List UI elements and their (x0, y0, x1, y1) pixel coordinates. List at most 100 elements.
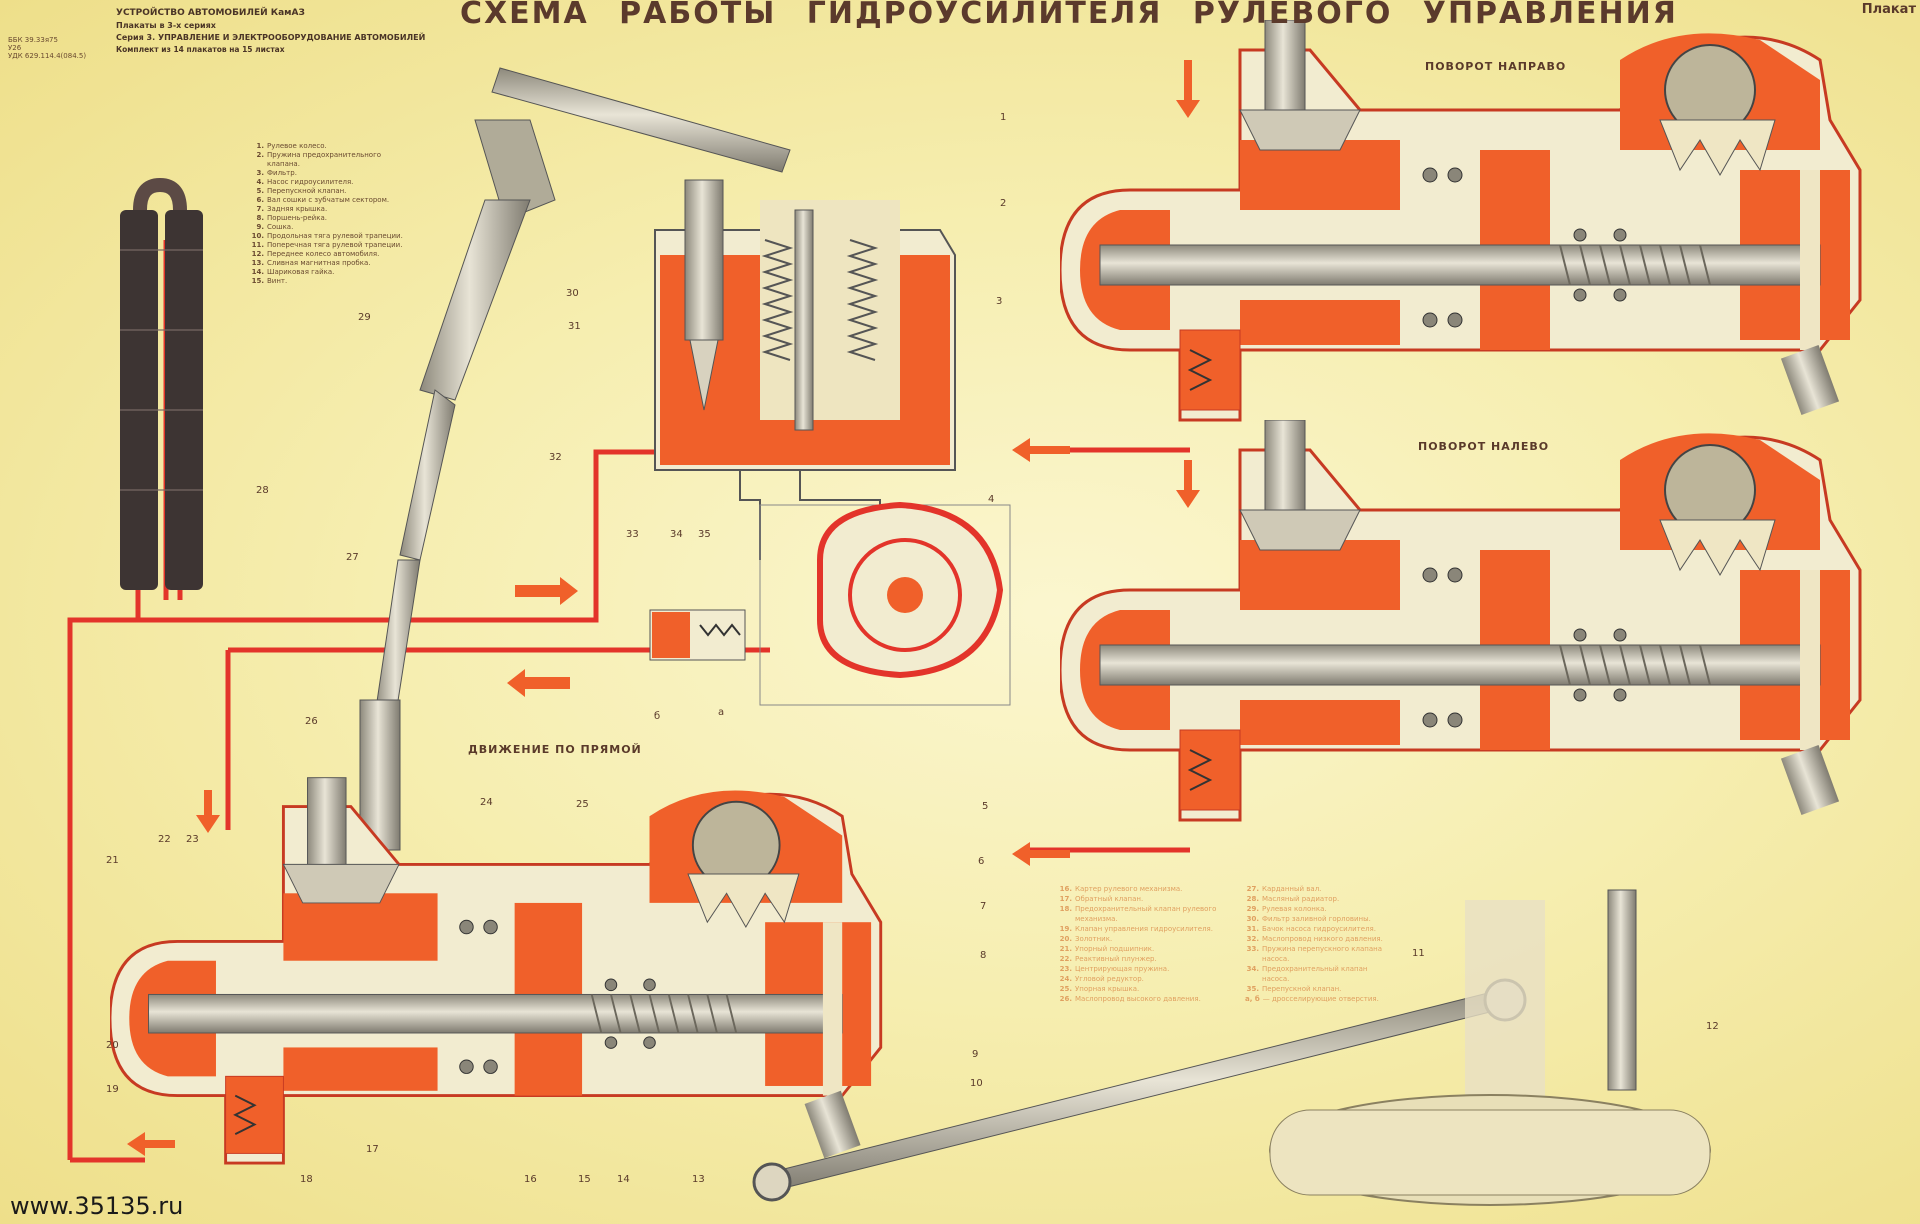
header-line: Плакаты в 3-х сериях (116, 21, 216, 30)
legend-text: Предохранительный клапан рулевого механи… (1075, 905, 1217, 923)
legend-number: 11. (251, 241, 264, 249)
callout-number: 9 (972, 1049, 979, 1060)
steering-gear-right-turn (1060, 20, 1862, 422)
legend-item: 20.Золотник. (1058, 934, 1233, 944)
header-line: Серия 3. УПРАВЛЕНИЕ И ЭЛЕКТРООБОРУДОВАНИ… (116, 33, 426, 42)
legend-text: Перепускной клапан. (1262, 985, 1342, 993)
legend-text: Поперечная тяга рулевой трапеции. (267, 241, 403, 249)
legend-text: Упорный подшипник. (1075, 945, 1155, 953)
legend-item: 11.Поперечная тяга рулевой трапеции. (250, 241, 410, 250)
legend-item: 3.Фильтр. (250, 169, 410, 178)
header-line: УСТРОЙСТВО АВТОМОБИЛЕЙ КамАЗ (116, 8, 305, 18)
legend-number: 10. (251, 232, 264, 240)
legend-item: 35.Перепускной клапан. (1245, 984, 1395, 994)
label-left-turn: ПОВОРОТ НАЛЕВО (1418, 440, 1550, 453)
legend-item: а, б— дросселирующие отверстия. (1245, 994, 1395, 1004)
legend-number: а, б (1245, 995, 1260, 1003)
legend-number: 32. (1246, 935, 1259, 943)
legend-text: Поршень-рейка. (267, 214, 327, 222)
legend-item: 24.Угловой редуктор. (1058, 974, 1233, 984)
legend-number: 17. (1059, 895, 1072, 903)
legend-number: 27. (1246, 885, 1259, 893)
callout-number: 33 (626, 529, 639, 540)
legend-number: 9. (256, 223, 264, 231)
legend-text: Шариковая гайка. (267, 268, 335, 276)
watermark: www.35135.ru (10, 1192, 184, 1220)
legend-text: Масляный радиатор. (1262, 895, 1340, 903)
legend-number: 3. (256, 169, 264, 177)
callout-number: 14 (617, 1174, 630, 1185)
legend-item: 21.Упорный подшипник. (1058, 944, 1233, 954)
legend-text: Пружина предохранительного клапана. (267, 151, 382, 168)
legend-number: 34. (1246, 965, 1259, 973)
legend-number: 1. (256, 142, 264, 150)
legend-text: Задняя крышка. (267, 205, 328, 213)
label-right-turn: ПОВОРОТ НАПРАВО (1425, 60, 1567, 73)
legend-number: 29. (1246, 905, 1259, 913)
legend-number: 15. (251, 277, 264, 285)
legend-item: 5.Перепускной клапан. (250, 187, 410, 196)
legend-number: 12. (251, 250, 264, 258)
callout-number: 13 (692, 1174, 705, 1185)
callout-number: 34 (670, 529, 683, 540)
legend-item: 16.Картер рулевого механизма. (1058, 884, 1233, 894)
legend-text: — дросселирующие отверстия. (1262, 995, 1379, 1003)
legend-text: Фильтр. (267, 169, 297, 177)
legend-text: Винт. (267, 277, 288, 285)
legend-item: 32.Маслопровод низкого давления. (1245, 934, 1395, 944)
legend-text: Насос гидроусилителя. (267, 178, 354, 186)
steering-gear-straight (110, 776, 883, 1165)
legend-number: 22. (1059, 955, 1072, 963)
legend-number: 21. (1059, 945, 1072, 953)
callout-number: 4 (988, 494, 995, 505)
callout-number: 32 (549, 452, 562, 463)
author-code: У26 (8, 44, 22, 52)
callout-number: а (718, 707, 725, 718)
callout-number: 28 (256, 485, 269, 496)
legend-text: Золотник. (1075, 935, 1113, 943)
callout-number: 20 (106, 1040, 119, 1051)
legend-item: 14.Шариковая гайка. (250, 268, 410, 277)
legend-number: 35. (1246, 985, 1259, 993)
callout-number: 19 (106, 1084, 119, 1095)
legend-text: Сошка. (267, 223, 294, 231)
legend-item: 25.Упорная крышка. (1058, 984, 1233, 994)
legend-number: 6. (256, 196, 264, 204)
callout-number: 27 (346, 552, 359, 563)
callout-number: 11 (1412, 948, 1425, 959)
catalog-codes: ББК 39.33я75 У26 УДК 629.114.4(084.5) (8, 36, 86, 60)
legend-text: Упорная крышка. (1075, 985, 1140, 993)
legend-number: 18. (1059, 905, 1072, 913)
legend-text: Предохранительный клапан насоса. (1262, 965, 1368, 983)
legend-text: Карданный вал. (1262, 885, 1322, 893)
legend-number: 19. (1059, 925, 1072, 933)
legend-number: 14. (251, 268, 264, 276)
callout-number: 16 (524, 1174, 537, 1185)
legend-number: 4. (256, 178, 264, 186)
legend-text: Маслопровод высокого давления. (1075, 995, 1201, 1003)
legend-text: Обратный клапан. (1075, 895, 1144, 903)
legend-text: Угловой редуктор. (1075, 975, 1144, 983)
legend-item: 1.Рулевое колесо. (250, 142, 410, 151)
legend-item: 15.Винт. (250, 277, 410, 286)
legend-parts-1-15: 1.Рулевое колесо.2.Пружина предохранител… (250, 142, 410, 286)
legend-item: 7.Задняя крышка. (250, 205, 410, 214)
callout-number: 35 (698, 529, 711, 540)
poster-header: УСТРОЙСТВО АВТОМОБИЛЕЙ КамАЗ Плакаты в 3… (116, 8, 425, 54)
legend-text: Центрирующая пружина. (1075, 965, 1170, 973)
callout-number: 5 (982, 801, 989, 812)
callout-number: 21 (106, 855, 119, 866)
steering-gear-left-turn (1060, 420, 1862, 822)
callout-number: 12 (1706, 1021, 1719, 1032)
legend-parts-16-26: 16.Картер рулевого механизма.17.Обратный… (1058, 884, 1233, 1004)
callout-number: 25 (576, 799, 589, 810)
callout-number: 23 (186, 834, 199, 845)
legend-item: 23.Центрирующая пружина. (1058, 964, 1233, 974)
callout-number: 26 (305, 716, 318, 727)
legend-number: 5. (256, 187, 264, 195)
legend-text: Рулевая колонка. (1262, 905, 1327, 913)
legend-item: 26.Маслопровод высокого давления. (1058, 994, 1233, 1004)
callout-number: 24 (480, 797, 493, 808)
legend-item: 27.Карданный вал. (1245, 884, 1395, 894)
legend-item: 8.Поршень-рейка. (250, 214, 410, 223)
